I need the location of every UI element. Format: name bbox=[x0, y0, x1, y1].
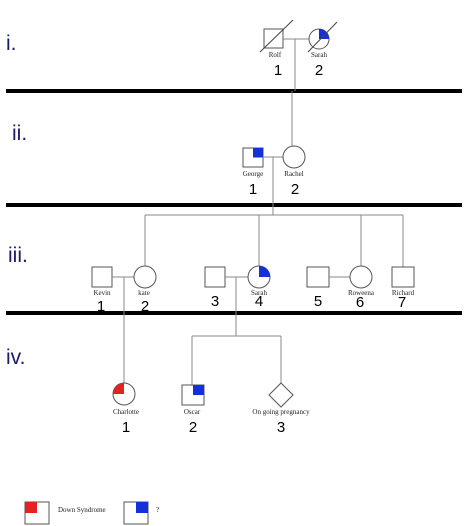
individual-gen3-roweena: Roweena 6 bbox=[348, 265, 375, 311]
male-symbol bbox=[306, 266, 330, 288]
individual-name: Sarah bbox=[311, 51, 327, 59]
affected-quadrant bbox=[259, 266, 270, 277]
individual-gen2-rachel: Rachel 2 bbox=[282, 145, 306, 198]
individual-number: 5 bbox=[314, 293, 322, 310]
deceased-mark bbox=[259, 19, 294, 53]
male-symbol bbox=[391, 266, 415, 288]
individual-number: 1 bbox=[249, 181, 257, 198]
female-symbol bbox=[349, 265, 373, 289]
individual-gen4-charlotte: Charlotte 1 bbox=[112, 382, 139, 436]
generation-label-ii: ii. bbox=[12, 122, 27, 145]
generation-label-iii: iii. bbox=[8, 244, 28, 267]
individual-number: 6 bbox=[356, 294, 364, 311]
individual-gen3-sarah: Sarah 4 bbox=[247, 265, 271, 310]
affected-quadrant bbox=[319, 29, 329, 39]
individual-gen3-kevin: Kevin 1 bbox=[91, 266, 113, 315]
legend: Down Syndrome ? bbox=[24, 501, 159, 525]
individual-gen3-kate: kate 2 bbox=[133, 265, 157, 315]
individual-number: 2 bbox=[291, 181, 299, 198]
deceased-mark bbox=[307, 21, 338, 53]
individual-number: 2 bbox=[315, 62, 323, 79]
individual-number: 2 bbox=[189, 419, 197, 436]
legend-label: ? bbox=[156, 506, 159, 514]
individual-name: On going pregnancy bbox=[252, 408, 310, 416]
legend-swatch-fill bbox=[136, 502, 148, 513]
individual-name: Roweena bbox=[348, 289, 375, 297]
individual-gen1-rolf: Rolf 1 bbox=[259, 19, 294, 79]
individual-number: 1 bbox=[122, 419, 130, 436]
female-symbol bbox=[282, 145, 306, 169]
affected-quadrant bbox=[193, 385, 204, 395]
legend-item-unknown: ? bbox=[123, 501, 159, 525]
pregnancy-diamond-symbol bbox=[268, 382, 294, 408]
individual-name: George bbox=[243, 170, 263, 178]
generation-label-i: i. bbox=[6, 32, 17, 55]
individual-gen3-richard: Richard 7 bbox=[391, 266, 415, 311]
individual-name: kate bbox=[138, 289, 150, 297]
affected-quadrant bbox=[113, 383, 124, 394]
individual-name: Richard bbox=[392, 289, 415, 297]
legend-label: Down Syndrome bbox=[58, 506, 106, 514]
individual-number: 7 bbox=[398, 294, 406, 311]
individual-number: 1 bbox=[274, 62, 282, 79]
individual-gen4-oscar: Oscar 2 bbox=[181, 384, 205, 436]
individual-name: Sarah bbox=[251, 289, 267, 297]
individual-gen3-spouse-3: 3 bbox=[204, 266, 226, 310]
individual-gen4-pregnancy: On going pregnancy 3 bbox=[252, 382, 310, 436]
male-symbol bbox=[204, 266, 226, 288]
individual-name: Oscar bbox=[184, 408, 201, 416]
individual-name: Rachel bbox=[284, 170, 303, 178]
generation-label-iv: iv. bbox=[6, 346, 25, 369]
individual-number: 1 bbox=[97, 298, 105, 315]
legend-swatch-fill bbox=[25, 502, 37, 513]
individual-name: Rolf bbox=[269, 51, 282, 59]
individual-name: Charlotte bbox=[113, 408, 139, 416]
individual-number: 2 bbox=[141, 298, 149, 315]
individual-gen1-sarah: Sarah 2 bbox=[307, 21, 338, 79]
individual-number: 3 bbox=[277, 419, 285, 436]
individual-gen3-spouse-5: 5 bbox=[306, 266, 330, 310]
male-symbol bbox=[91, 266, 113, 288]
individual-gen2-george: George 1 bbox=[242, 147, 264, 198]
affected-quadrant bbox=[253, 148, 263, 158]
individual-number: 4 bbox=[255, 293, 263, 310]
female-symbol bbox=[133, 265, 157, 289]
individual-name: Kevin bbox=[93, 289, 111, 297]
legend-item-down-syndrome: Down Syndrome bbox=[24, 501, 106, 525]
individual-number: 3 bbox=[211, 293, 219, 310]
